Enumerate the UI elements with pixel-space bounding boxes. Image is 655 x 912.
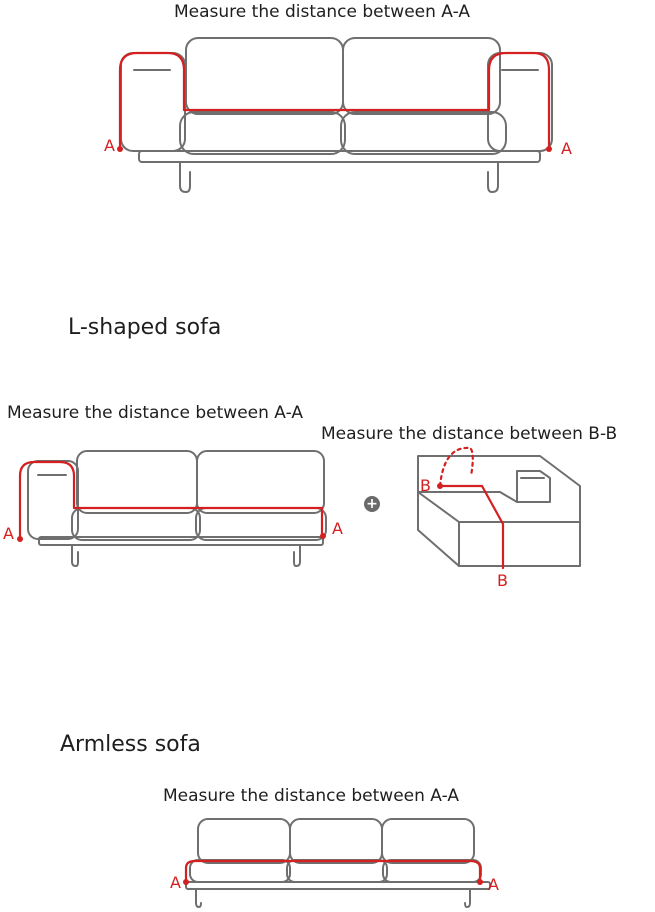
measure-line-b-b-dashed: [438, 446, 474, 488]
measure-line-armless-a-a: [184, 859, 482, 884]
label-b-bottom: B: [497, 571, 508, 590]
measure-line-l-a-a: [18, 460, 324, 541]
label-b-top: B: [420, 476, 431, 495]
armless-heading: Armless sofa: [60, 732, 201, 757]
label-a-right: A: [561, 139, 572, 158]
l-shaped-heading: L-shaped sofa: [68, 315, 222, 340]
point-a-right: [546, 146, 552, 152]
label-armless-a-right: A: [488, 875, 499, 894]
plus-symbol: +: [364, 496, 380, 512]
left-leg: [179, 161, 191, 193]
seat-cushion-right: [340, 111, 507, 155]
sofa-base: [138, 150, 541, 163]
label-a-left: A: [104, 136, 115, 155]
l-shaped-right-caption: Measure the distance between B-B: [321, 424, 618, 444]
three-seat-caption: Measure the distance between A-A: [174, 2, 470, 22]
label-armless-a-left: A: [170, 873, 181, 892]
plus-glyph: +: [366, 496, 378, 512]
point-a-left: [117, 146, 123, 152]
label-l-a-right: A: [332, 519, 343, 538]
right-leg: [487, 161, 499, 193]
armless-caption: Measure the distance between A-A: [163, 786, 459, 806]
l-shaped-left-caption: Measure the distance between A-A: [7, 403, 303, 423]
seat-cushion-left: [179, 111, 346, 155]
label-l-a-left: A: [3, 524, 14, 543]
measure-line-a-a: [118, 51, 551, 151]
measure-line-b-b: [438, 484, 505, 570]
back-cushion-right: [342, 37, 501, 115]
